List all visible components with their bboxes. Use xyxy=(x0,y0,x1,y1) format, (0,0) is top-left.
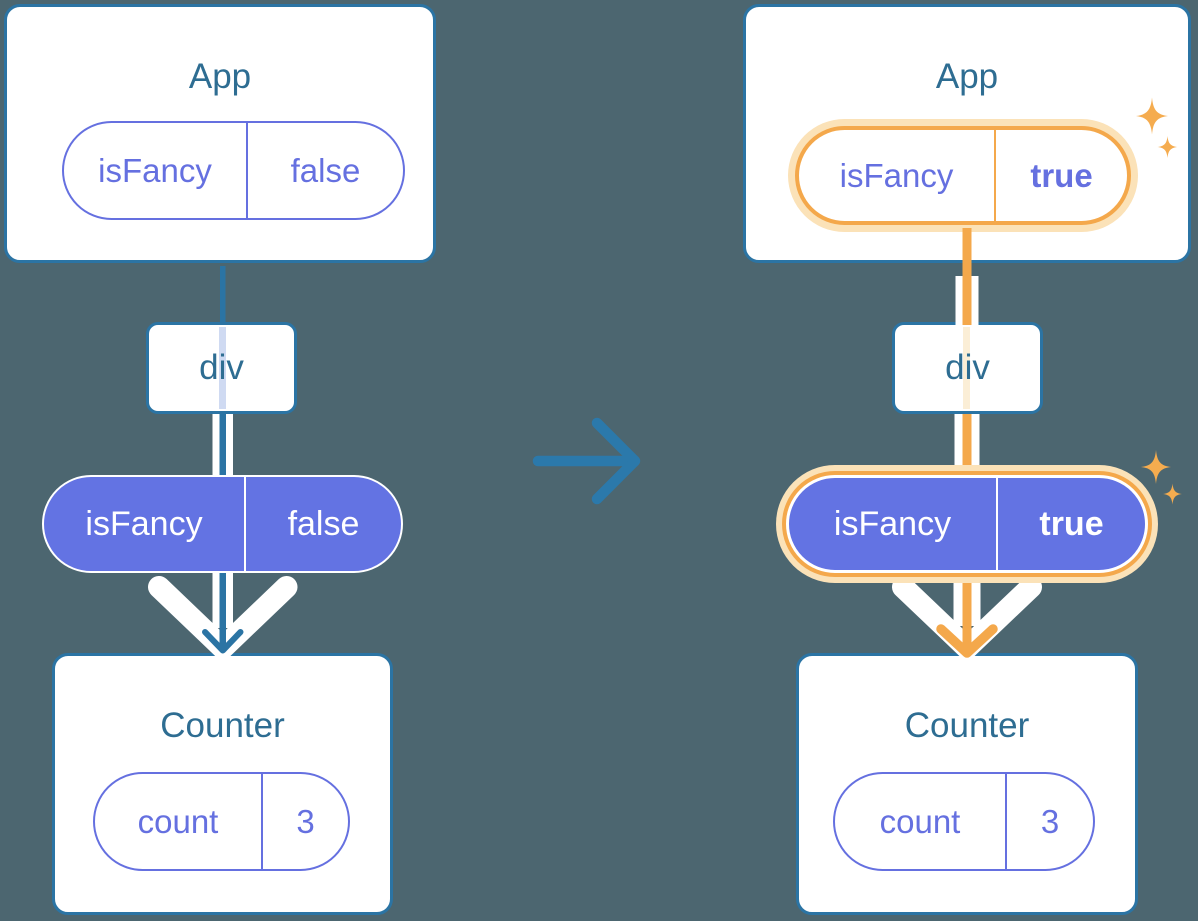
right-app-box: App isFancy true xyxy=(743,4,1191,263)
prop-key: isFancy xyxy=(789,478,998,570)
right-prop-pill-highlighted: isFancy true xyxy=(786,475,1148,573)
state-key: count xyxy=(95,774,263,869)
right-counter-title: Counter xyxy=(904,706,1030,745)
right-app-state-pill-highlighted: isFancy true xyxy=(795,126,1131,225)
right-down-arrowhead-icon xyxy=(936,624,998,658)
left-counter-box: Counter count 3 xyxy=(52,653,393,915)
left-app-state-pill: isFancy false xyxy=(62,121,405,220)
right-counter-box: Counter count 3 xyxy=(796,653,1138,915)
state-value: 3 xyxy=(296,802,315,840)
transition-arrow-icon xyxy=(532,417,641,505)
left-counter-state-pill: count 3 xyxy=(93,772,350,871)
left-down-arrowhead-icon xyxy=(202,629,244,654)
right-div-box: div xyxy=(892,322,1043,414)
state-key: count xyxy=(835,774,1007,869)
left-app-box: App isFancy false xyxy=(4,4,436,263)
sparkle-icon xyxy=(1141,450,1171,484)
prop-key: isFancy xyxy=(44,477,246,571)
sparkle-icon xyxy=(1163,483,1182,505)
prop-value: false xyxy=(287,504,360,543)
left-prop-pill: isFancy false xyxy=(42,475,403,573)
state-value: false xyxy=(290,151,361,189)
state-value: 3 xyxy=(1040,802,1060,840)
prop-value: true xyxy=(1039,504,1104,543)
right-white-chevron xyxy=(892,576,1042,659)
state-value: true xyxy=(1030,156,1093,194)
right-div-title: div xyxy=(945,348,990,387)
right-counter-state-pill: count 3 xyxy=(833,772,1095,871)
right-connector-lines xyxy=(892,228,1042,659)
left-white-chevron xyxy=(148,576,298,659)
state-key: isFancy xyxy=(799,130,996,221)
left-app-title: App xyxy=(188,57,252,96)
right-app-title: App xyxy=(935,57,999,96)
state-key: isFancy xyxy=(64,123,248,218)
left-counter-title: Counter xyxy=(160,706,285,745)
right-div-pass-through-line xyxy=(963,327,970,409)
left-div-pass-through-line xyxy=(219,327,226,409)
left-div-title: div xyxy=(199,348,244,387)
left-div-box: div xyxy=(146,322,297,414)
